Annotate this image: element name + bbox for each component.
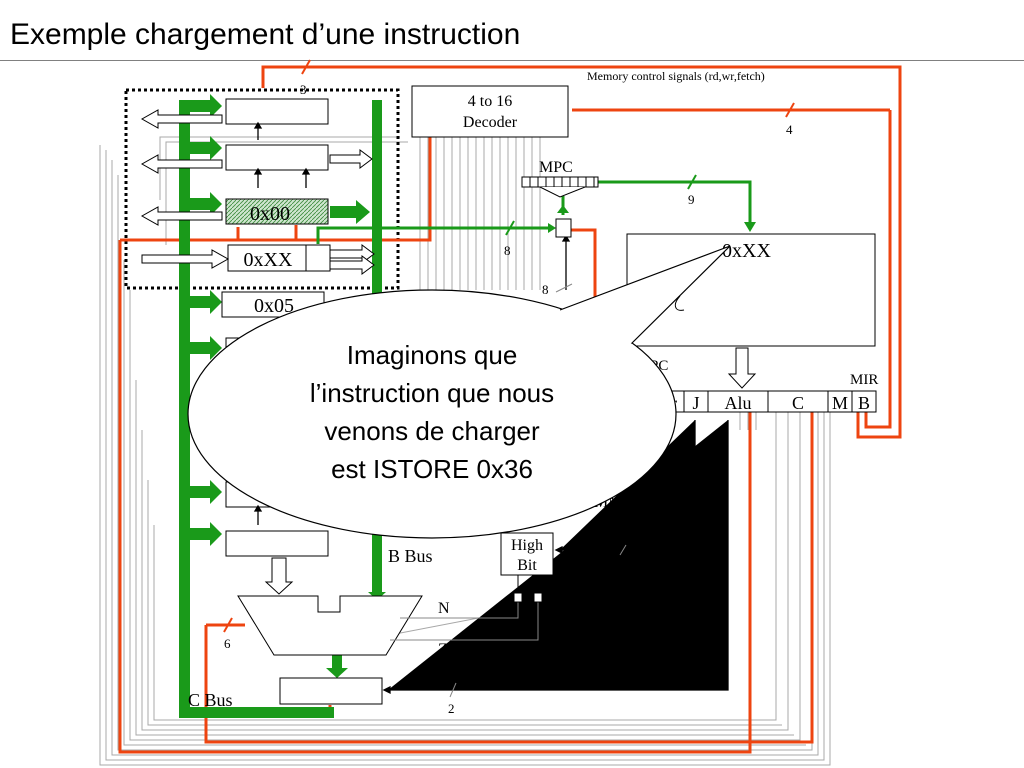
z-flag — [533, 592, 543, 603]
grey-wiring — [99, 136, 831, 766]
b-bus-label: B Bus — [388, 546, 433, 566]
n-flag — [513, 592, 523, 603]
mir-field-b: B — [858, 393, 870, 413]
width-6: 6 — [224, 636, 231, 651]
width-ticks — [223, 59, 795, 698]
mir-field-c: C — [792, 393, 804, 413]
width-2a: 2 — [616, 566, 623, 581]
width-8a: 8 — [504, 243, 511, 258]
n-label: N — [438, 600, 450, 617]
high-bit-box — [500, 532, 554, 576]
callout-line-3: venons de charger — [324, 416, 540, 446]
fetch-registers-highlight — [124, 88, 400, 290]
high-bit-label-2: Bit — [517, 557, 537, 574]
hollow-arrows — [140, 109, 757, 595]
callout-line-2: l’instruction que nous — [310, 378, 554, 408]
mpc-or-box — [555, 218, 572, 238]
width-8b: 8 — [542, 282, 549, 297]
alu — [237, 595, 423, 656]
mir-field-alu: Alu — [725, 393, 752, 413]
decoder-label-1: 4 to 16 — [468, 93, 512, 110]
control-store-value: 0xXX — [722, 240, 771, 262]
decoder-box — [411, 85, 569, 138]
flag-lines — [390, 602, 539, 641]
slide-title: Exemple chargement d’une instruction — [10, 18, 521, 51]
width-9: 9 — [688, 192, 695, 207]
speech-bubble: Imaginons que l’instruction que nous ven… — [187, 245, 731, 539]
mir-field-m: M — [832, 393, 848, 413]
c-bus-label: C Bus — [188, 690, 233, 710]
register-value-0x00: 0x00 — [250, 203, 290, 225]
register-value-0xXX: 0xXX — [244, 249, 293, 271]
mir-field-j: J — [692, 393, 699, 413]
callout-line-1: Imaginons que — [347, 340, 518, 370]
z-label: Z — [438, 641, 448, 658]
width-3: 3 — [300, 82, 307, 97]
mpc-label: MPC — [539, 159, 573, 176]
decoder-label-2: Decoder — [463, 114, 518, 131]
callout-line-4: est ISTORE 0x36 — [331, 454, 533, 484]
width-4: 4 — [786, 122, 793, 137]
width-2b: 2 — [448, 701, 455, 716]
mpc-register — [521, 176, 599, 198]
mir-label: MIR — [850, 372, 878, 388]
register-value-0x05: 0x05 — [254, 295, 294, 317]
control-lines — [118, 65, 902, 754]
high-bit-label-1: High — [511, 537, 543, 554]
title-rule — [0, 60, 1024, 61]
memory-control-label: Memory control signals (rd,wr,fetch) — [587, 69, 765, 83]
